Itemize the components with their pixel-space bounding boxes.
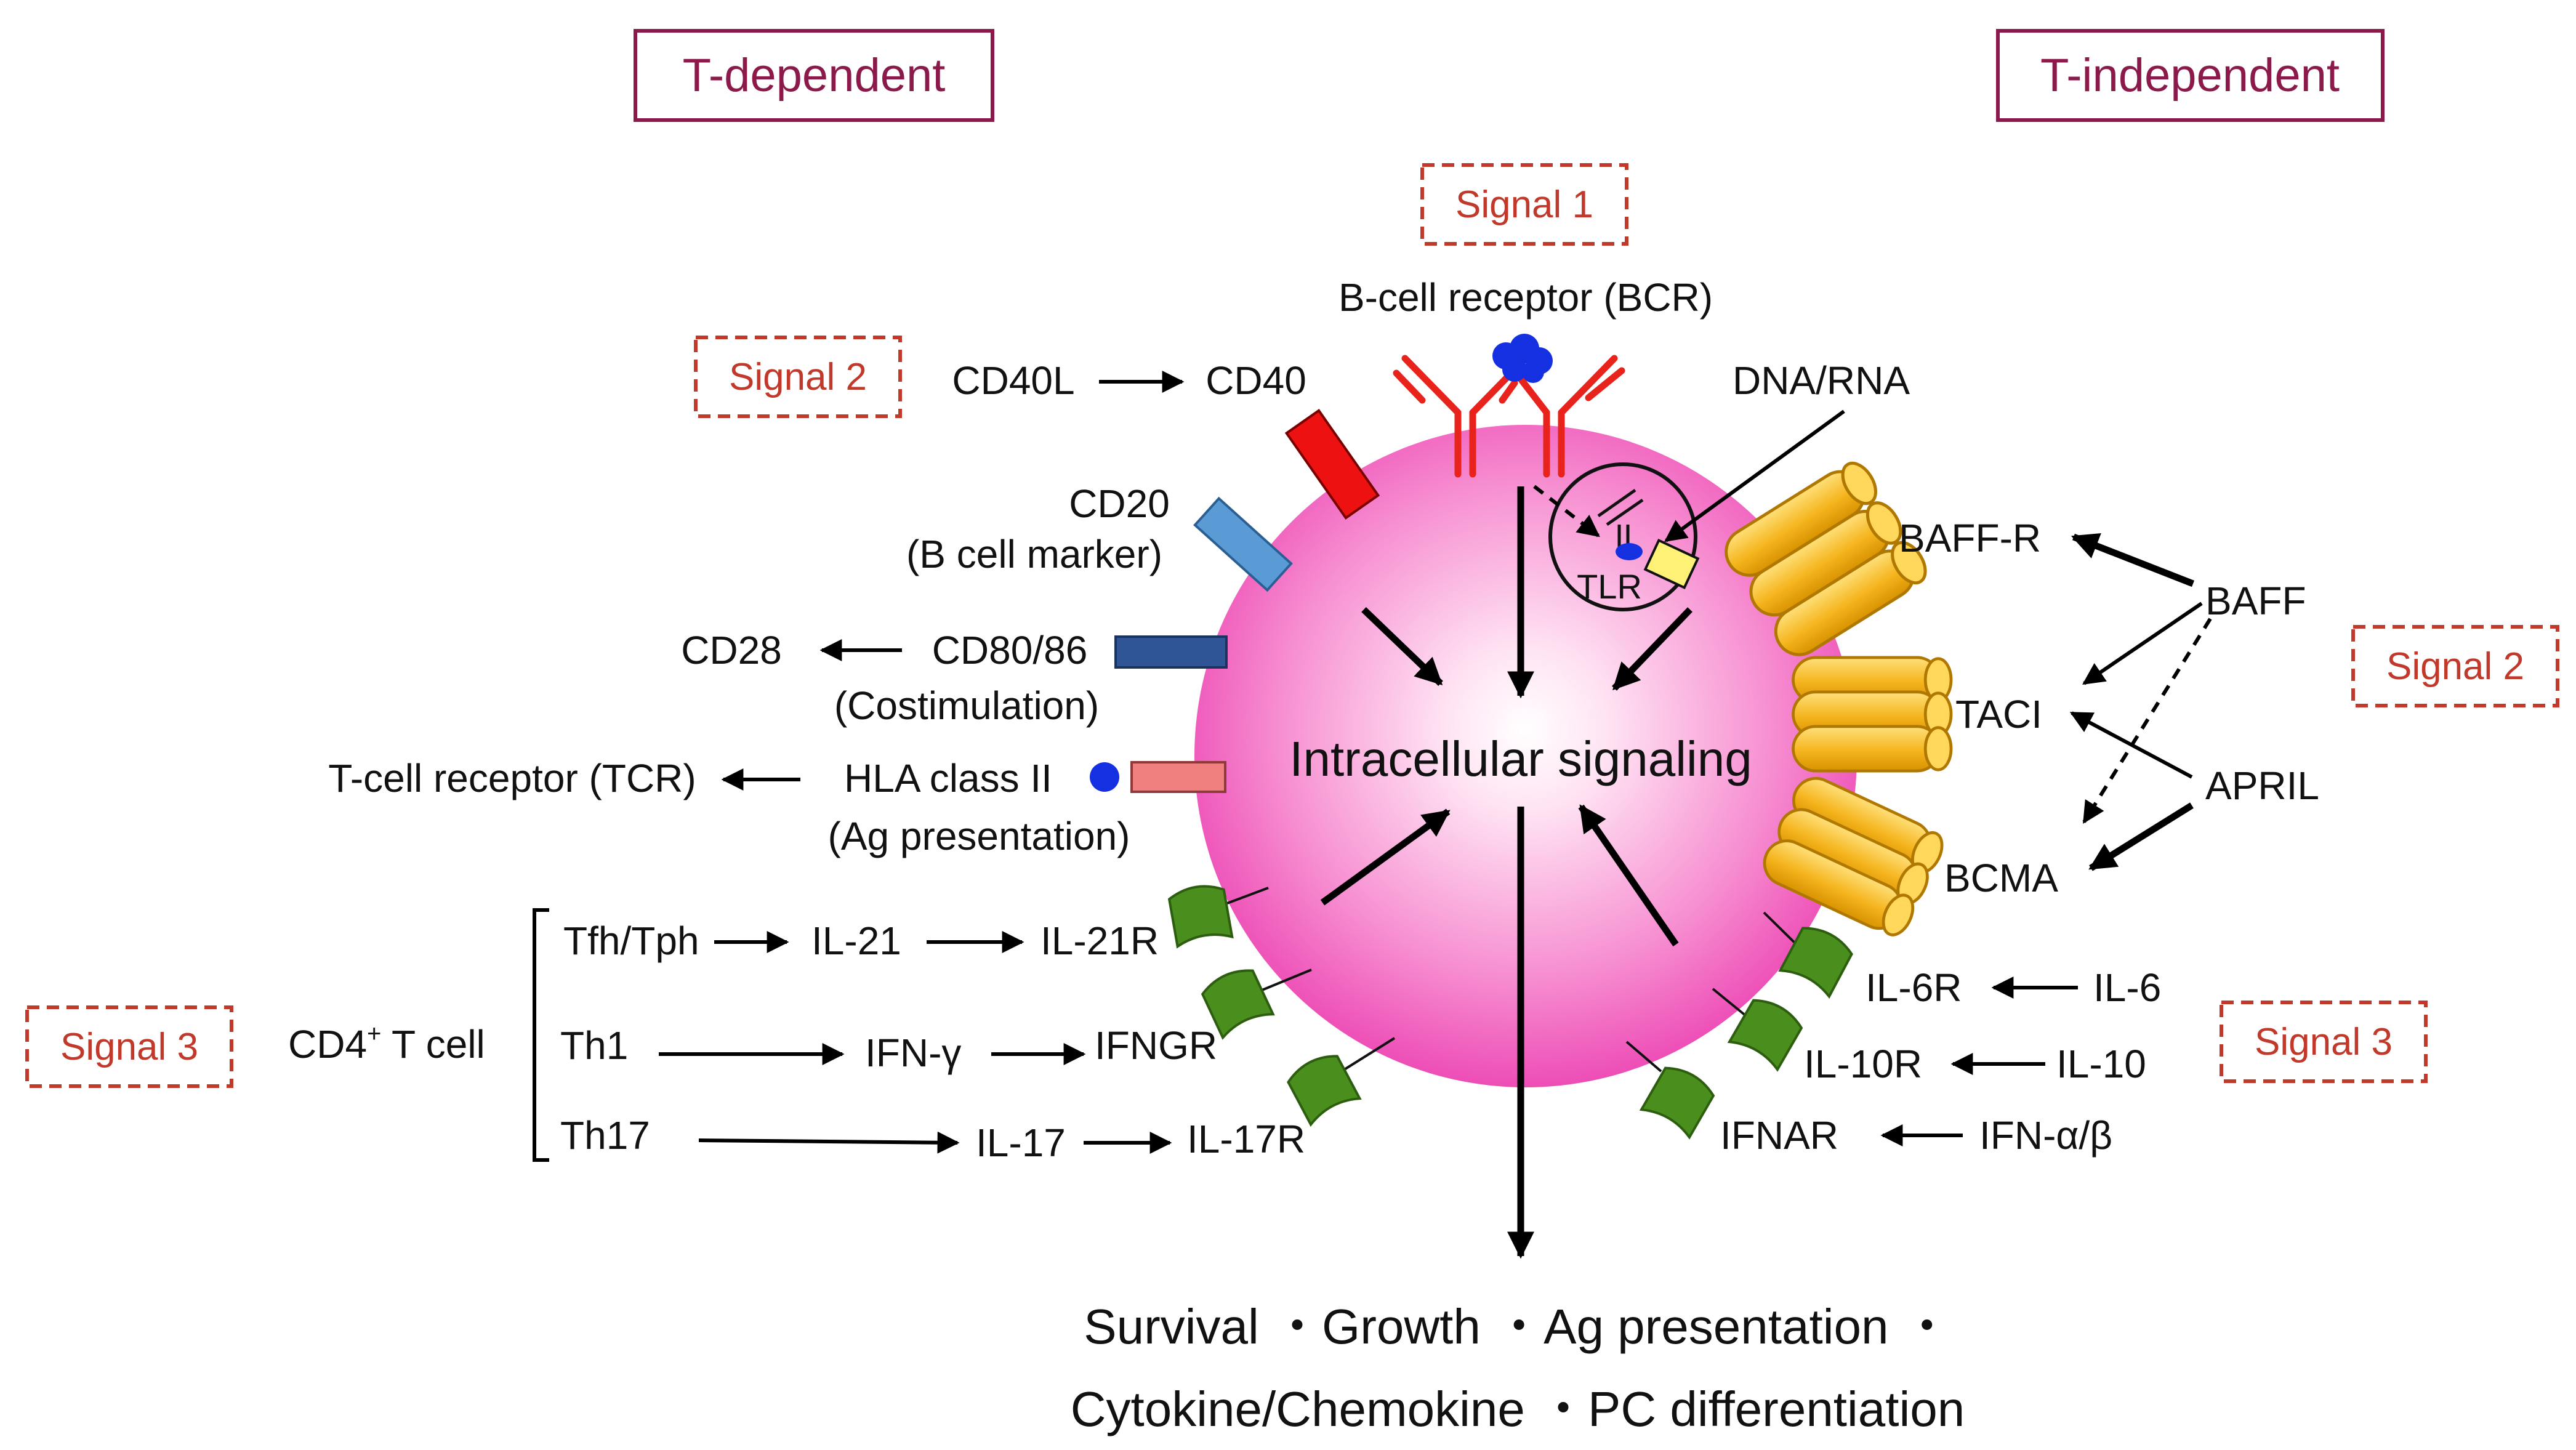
- baff-r-label: BAFF-R: [1899, 516, 2041, 560]
- signal-2-right-label: Signal 2: [2386, 645, 2524, 688]
- signal-2-right-box: Signal 2: [2351, 625, 2559, 707]
- ifnar-label: IFNAR: [1720, 1113, 1838, 1158]
- cd20-label: CD20: [1069, 481, 1170, 526]
- cd40l-label: CD40L: [952, 358, 1074, 403]
- tlr-ligand-icon: [1616, 543, 1643, 560]
- cd20-sub-label: (B cell marker): [906, 532, 1162, 576]
- signal-1-box: Signal 1: [1420, 163, 1628, 246]
- il21r-label: IL-21R: [1040, 919, 1159, 963]
- baff-to-bcma-dashed-arrow: [2082, 618, 2212, 824]
- cd80-86-label: CD80/86: [932, 628, 1088, 672]
- tcr-label: T-cell receptor (TCR): [328, 756, 696, 800]
- il10r-receptor: [1712, 988, 1806, 1071]
- bcr-label: B-cell receptor (BCR): [1338, 275, 1713, 320]
- signal-3-right-label: Signal 3: [2255, 1021, 2393, 1063]
- april-label: APRIL: [2205, 763, 2319, 808]
- tlr-label: TLR: [1577, 567, 1642, 606]
- il17-label: IL-17: [976, 1121, 1066, 1165]
- antigen-cluster: [1492, 334, 1553, 383]
- bcma-label: BCMA: [1944, 856, 2058, 900]
- hla-sub-label: (Ag presentation): [828, 814, 1130, 858]
- intracellular-signaling-label: Intracellular signaling: [1289, 731, 1752, 786]
- cytokine-left-to-center-arrow: [1320, 808, 1451, 906]
- il17r-label: IL-17R: [1187, 1117, 1305, 1161]
- signal-3-right-box: Signal 3: [2220, 1001, 2428, 1083]
- cd4-bracket: [533, 908, 549, 1162]
- ifnar-receptor: [1625, 1041, 1718, 1139]
- cd4-t-cell-label: CD4+ T cell: [288, 1020, 485, 1066]
- ifngr-label: IFNGR: [1095, 1023, 1217, 1068]
- th1-label: Th1: [560, 1023, 628, 1068]
- cd40-receptor: [1284, 409, 1380, 520]
- taci-receptor: [1793, 658, 1952, 771]
- tfh-tph-label: Tfh/Tph: [563, 919, 699, 963]
- ifngr-receptor: [1198, 962, 1312, 1039]
- dna-rna-arrow: [1664, 409, 1845, 542]
- b-cell-body: [1194, 425, 1857, 1087]
- tlr-to-center-arrow: [1612, 607, 1693, 691]
- il10-label: IL-10: [2056, 1042, 2146, 1086]
- ifng-label: IFN-γ: [865, 1031, 961, 1075]
- tlr-endosome: TLR: [1548, 462, 1700, 611]
- signal-1-label: Signal 1: [1455, 183, 1593, 226]
- th17-label: Th17: [560, 1113, 650, 1158]
- april-to-bcma-arrow: [2088, 802, 2194, 871]
- t-independent-label: T-independent: [2040, 49, 2340, 102]
- ifn-ab-label: IFN-α/β: [1979, 1113, 2112, 1158]
- hla-label: HLA class II: [844, 756, 1052, 800]
- antigen-peptide-icon: [1090, 762, 1119, 792]
- signal-2-left-box: Signal 2: [694, 336, 902, 418]
- il21r-receptor: [1167, 880, 1269, 948]
- april-to-taci-arrow: [2069, 711, 2193, 779]
- bcr-to-tlr-dashed-arrow: [1533, 485, 1600, 538]
- outcome-line-1: Survival ・Growth ・Ag presentation ・: [1084, 1299, 1951, 1354]
- signal-3-left-label: Signal 3: [60, 1026, 198, 1068]
- il21-label: IL-21: [811, 919, 901, 963]
- cd28-label: CD28: [681, 628, 782, 672]
- il6-label: IL-6: [2093, 965, 2161, 1010]
- t-dependent-header: T-dependent: [634, 29, 994, 122]
- hla-class-ii-receptor: [1130, 761, 1226, 793]
- cd80-sub-label: (Costimulation): [834, 683, 1099, 728]
- baff-label: BAFF: [2205, 579, 2306, 623]
- taci-label: TACI: [1955, 692, 2042, 736]
- baff-to-taci-arrow: [2082, 602, 2203, 685]
- th17-to-il17-arrow: [698, 1131, 960, 1154]
- il6r-label: IL-6R: [1866, 965, 1962, 1010]
- outcome-line-2: Cytokine/Chemokine ・PC differentiation: [1071, 1382, 1965, 1436]
- t-independent-header: T-independent: [1996, 29, 2385, 122]
- tlr-receptor: [1643, 538, 1700, 590]
- il10r-label: IL-10R: [1804, 1042, 1922, 1086]
- cd40-to-center-arrow: [1361, 607, 1443, 686]
- il6r-receptor: [1763, 911, 1855, 996]
- cd40-label: CD40: [1205, 358, 1306, 403]
- cd20-receptor: [1193, 496, 1293, 592]
- signal-2-left-label: Signal 2: [729, 356, 867, 398]
- signal-3-left-box: Signal 3: [25, 1005, 233, 1088]
- il17r-receptor: [1285, 1037, 1396, 1124]
- t-dependent-label: T-dependent: [683, 49, 946, 102]
- cytokine-right-to-center-arrow: [1578, 804, 1679, 947]
- cd80-86-receptor: [1114, 635, 1228, 669]
- dna-rna-label: DNA/RNA: [1733, 358, 1910, 403]
- baff-to-baffr-arrow: [2071, 533, 2195, 587]
